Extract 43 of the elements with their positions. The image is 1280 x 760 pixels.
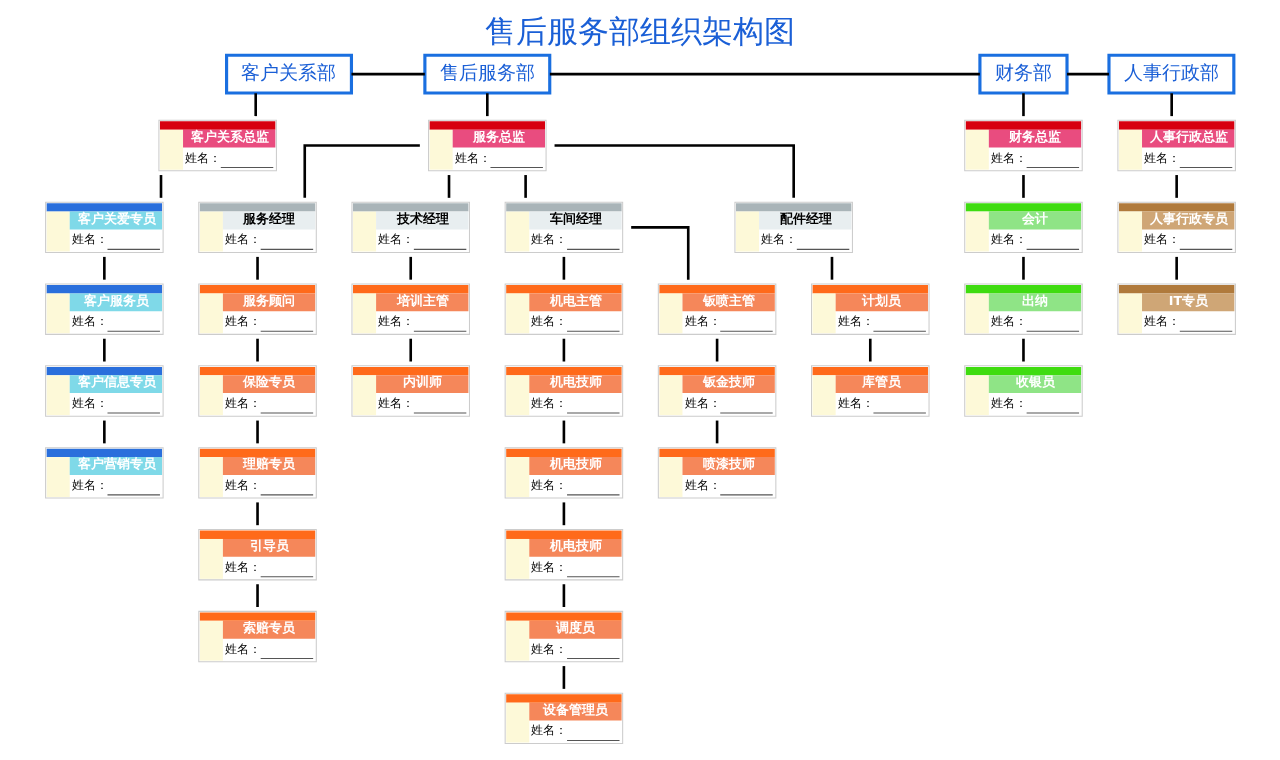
connector	[408, 338, 412, 362]
connector	[159, 175, 162, 198]
connector	[1066, 72, 1109, 76]
connector	[562, 338, 565, 362]
connector	[255, 256, 259, 280]
connector	[302, 144, 420, 198]
connector	[447, 175, 450, 198]
connector	[549, 72, 980, 76]
node-box: 客户关系部	[224, 53, 353, 95]
connector	[1021, 175, 1025, 198]
connector	[1021, 93, 1025, 117]
diagram-title: 售后服务部组织架构图	[485, 12, 795, 49]
connector	[1169, 93, 1173, 117]
connector	[102, 338, 106, 362]
connector	[562, 256, 565, 280]
connector	[1021, 338, 1025, 362]
connector	[562, 666, 565, 689]
connector	[868, 338, 872, 362]
connector	[562, 502, 565, 526]
node-box: 财务部	[977, 53, 1069, 95]
connector	[562, 584, 565, 608]
connector	[255, 338, 259, 362]
connector	[408, 256, 412, 280]
connector	[715, 338, 718, 362]
node-box: 售后服务部	[422, 53, 551, 95]
connector	[630, 226, 690, 280]
node-box: 人事行政部	[1106, 53, 1235, 95]
connector	[255, 420, 259, 444]
connector	[102, 420, 106, 444]
connector	[554, 144, 795, 198]
connector	[255, 502, 259, 526]
connector	[485, 93, 489, 117]
connector	[255, 584, 259, 608]
connector	[523, 175, 527, 198]
connector	[715, 420, 718, 444]
connector	[1174, 175, 1178, 198]
connector	[562, 420, 565, 444]
connector	[830, 256, 833, 280]
connector	[351, 72, 425, 76]
connector	[102, 256, 106, 280]
connector	[1174, 256, 1178, 280]
connector	[253, 93, 257, 117]
connector	[1021, 256, 1025, 280]
